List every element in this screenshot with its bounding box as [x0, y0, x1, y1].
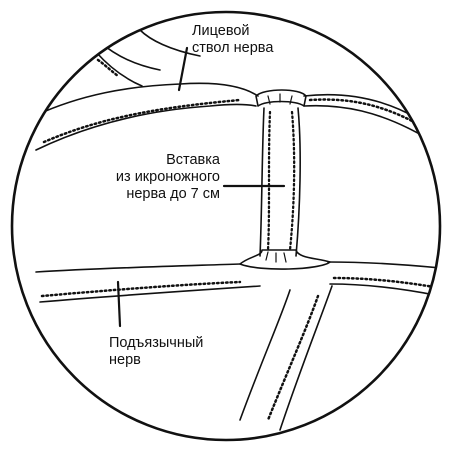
facial-nerve-trunk [29, 29, 431, 151]
label-graft-line3: нерва до 7 см [126, 186, 220, 202]
label-hypoglossal-line2: нерв [109, 352, 141, 368]
leader-facial-trunk [177, 46, 189, 92]
field-of-view-circle [10, 10, 442, 442]
label-facial-trunk-line1: Лицевой [192, 23, 250, 39]
hypoglossal-nerve [35, 261, 440, 303]
label-hypoglossal: Подъязычный нерв [109, 335, 203, 369]
label-hypoglossal-line1: Подъязычный [109, 335, 204, 351]
label-facial-trunk: Лицевой ствол нерва [192, 23, 273, 57]
leader-hypoglossal [116, 280, 122, 328]
sural-nerve-graft [239, 89, 331, 270]
label-graft-line1: Вставка [166, 152, 220, 168]
label-facial-trunk-line2: ствол нерва [192, 40, 274, 56]
label-graft-line2: из икроножного [115, 169, 220, 185]
label-graft: Вставка из икроножного нерва до 7 см [104, 152, 220, 203]
hypoglossal-descending-branch [239, 285, 333, 431]
